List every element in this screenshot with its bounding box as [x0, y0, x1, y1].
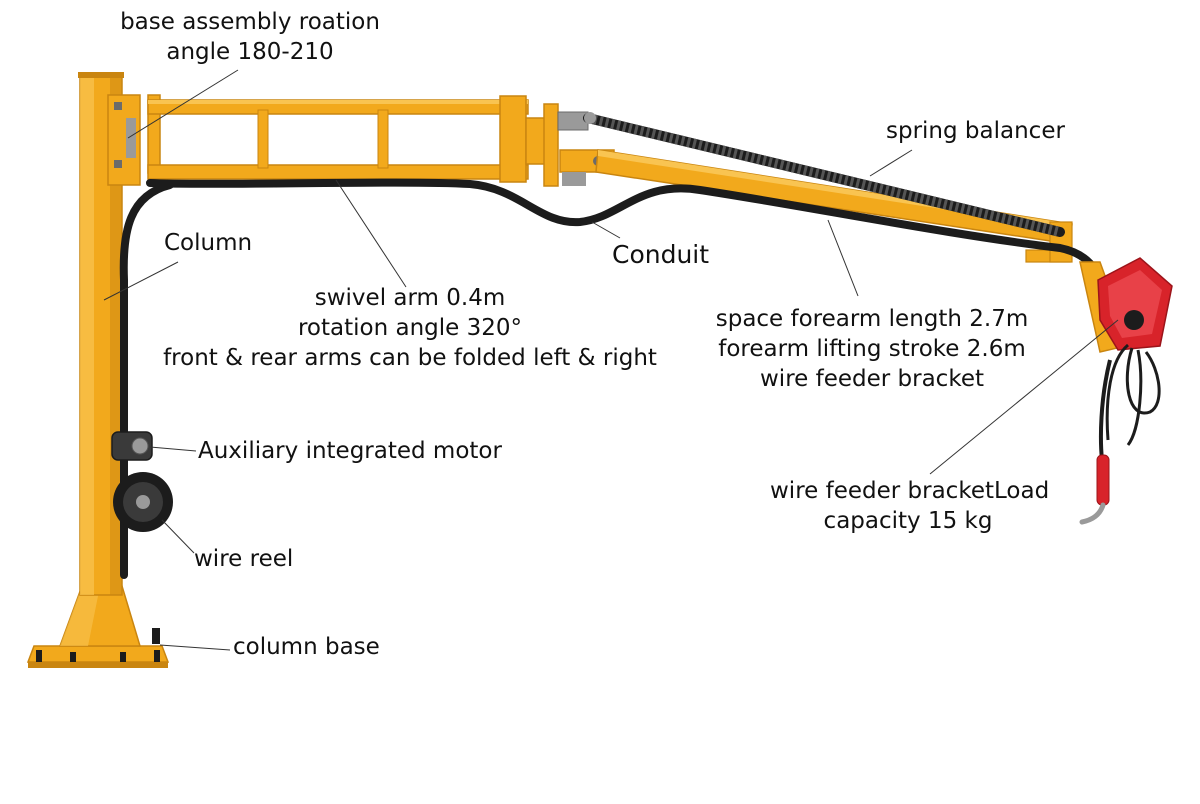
label-space-forearm: space forearm length 2.7m forearm liftin…: [704, 304, 1040, 394]
leader-lines: [103, 69, 1119, 651]
label-swivel-arm-line-2: rotation angle 320°: [297, 315, 523, 341]
leader-wire-feeder: [929, 319, 1119, 475]
swivel-arm-frame: [147, 94, 559, 187]
label-column: Column: [164, 230, 253, 256]
label-swivel-arm-line-3: front & rear arms can be folded left & r…: [163, 345, 657, 371]
conduit-hose: [146, 178, 1099, 274]
label-base-assembly: base assembly roation angle 180-210: [112, 7, 388, 67]
column-hose: [119, 181, 174, 579]
spring-balancer: [583, 112, 1065, 237]
label-wire-feeder-load-line-2: capacity 15 kg: [823, 508, 993, 534]
label-wire-feeder-load: wire feeder bracketLoad capacity 15 kg: [770, 476, 1050, 536]
label-swivel-arm: swivel arm 0.4m rotation angle 320° fron…: [150, 283, 670, 373]
label-spring-balancer: spring balancer: [886, 118, 1065, 144]
leader-base-assembly: [127, 69, 239, 139]
welding-torch-cables: [1079, 343, 1161, 525]
label-wire-feeder-load-line-1: wire feeder bracketLoad: [770, 478, 1050, 504]
base-assembly-joint: [107, 94, 141, 186]
leader-column-base: [159, 644, 231, 651]
leader-wire-reel: [161, 519, 195, 554]
label-space-forearm-line-1: space forearm length 2.7m: [715, 306, 1029, 332]
label-aux-motor: Auxiliary integrated motor: [198, 438, 502, 464]
label-base-assembly-line-1: base assembly roation: [120, 9, 380, 35]
leader-spring-balancer: [869, 149, 913, 177]
wire-feeder: [1079, 257, 1173, 353]
label-space-forearm-line-3: wire feeder bracket: [760, 366, 984, 392]
leader-swivel-arm: [335, 179, 407, 288]
leader-conduit: [591, 221, 621, 239]
label-swivel-arm-line-1: swivel arm 0.4m: [314, 285, 506, 311]
wire-reel: [113, 472, 173, 532]
label-wire-reel: wire reel: [194, 546, 294, 572]
label-column-base: column base: [233, 634, 380, 660]
leader-aux-motor: [149, 446, 197, 452]
column-base-plate: [26, 585, 170, 668]
label-base-assembly-line-2: angle 180-210: [166, 39, 334, 65]
leader-column: [103, 261, 179, 301]
label-conduit: Conduit: [612, 240, 710, 269]
auxiliary-motor: [111, 431, 153, 461]
leader-space-forearm: [827, 219, 859, 297]
label-space-forearm-line-2: forearm lifting stroke 2.6m: [718, 336, 1026, 362]
